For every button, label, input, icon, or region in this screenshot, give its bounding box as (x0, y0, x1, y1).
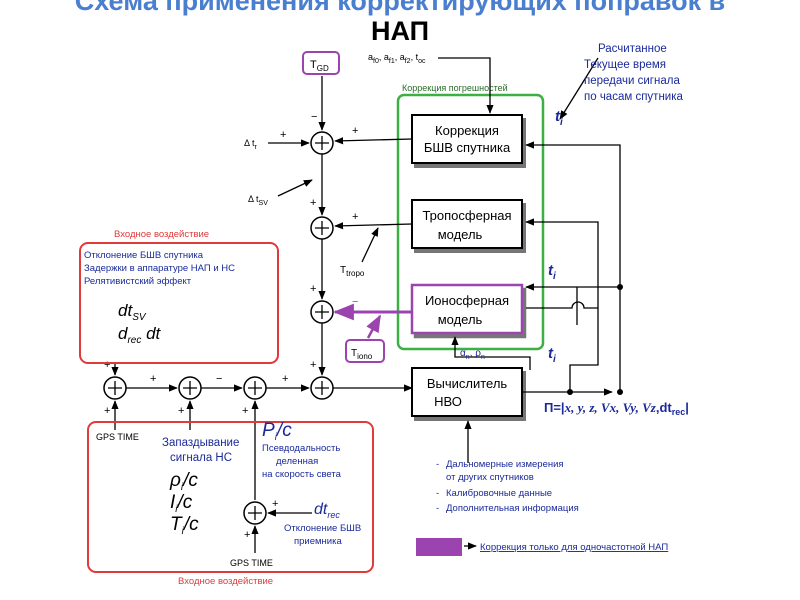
svg-text:+: + (282, 373, 288, 385)
correction-group-label: Коррекция погрешностей (402, 83, 508, 93)
title-line-2: НАП (370, 16, 430, 46)
svg-text:от других спутников: от других спутников (446, 472, 534, 483)
delta-tr-label: Δ tr (244, 138, 258, 151)
svg-text:Дальномерные измерения: Дальномерные измерения (446, 459, 564, 470)
clock-coeffs-label: af0, af1, af2, toc (368, 52, 426, 65)
title-line-1: Схема применения корректирующих поправок… (74, 0, 726, 16)
svg-text:передачи сигнала: передачи сигнала (584, 75, 680, 87)
nvo-block-line-1: Вычислитель (427, 376, 508, 391)
nvo-computer-block: Вычислитель НВО (411, 367, 523, 417)
gps-time-label-2: GPS TIME (230, 558, 273, 568)
svg-text:Калибровочные данные: Калибровочные данные (446, 488, 552, 499)
delay-label-2: сигнала НС (170, 452, 232, 464)
svg-text:-: - (436, 488, 439, 499)
svg-text:+: + (150, 373, 156, 385)
svg-text:+: + (310, 359, 316, 371)
time-note: Расчитанное Текущее время передачи сигна… (584, 43, 684, 103)
input-box-bottom (87, 421, 374, 573)
svg-text:+: + (104, 359, 110, 371)
delay-label-1: Запаздывание (162, 437, 239, 449)
dtrec-formula: dtrec (314, 501, 340, 520)
svg-text:−: − (216, 373, 222, 385)
svg-text:Текущее время: Текущее время (584, 59, 666, 71)
iono-params-label: αn, ρn (460, 348, 485, 361)
tgd-box (302, 51, 340, 75)
ti-label-3: ti (548, 345, 556, 365)
ti-label-1: ti (555, 108, 563, 128)
svg-text:-: - (436, 459, 439, 470)
input-top-line-3: Релятивистский эффект (84, 276, 192, 287)
rec-clock-label-2: приемника (294, 536, 342, 547)
sv-clock-block-line-2: БШВ спутника (424, 140, 511, 155)
extra-inputs-list: - Дальномерные измерения от других спутн… (436, 459, 579, 514)
page-title: Схема применения корректирующих поправок… (0, 0, 800, 46)
tgd-label: TGD (310, 59, 329, 73)
rho-formula: ρi/c (169, 470, 198, 493)
svg-text:по часам спутника: по часам спутника (584, 91, 684, 103)
delta-tsv-label: Δ tSV (248, 194, 268, 207)
input-box-top (79, 242, 279, 364)
svg-text:+: + (272, 498, 278, 510)
iono-block-line-1: Ионосферная (425, 293, 509, 308)
tropo-block-line-2: модель (438, 227, 483, 242)
pseudorange-label-3: на скорость света (262, 469, 342, 480)
svg-text:+: + (242, 405, 248, 417)
pseudorange-formula: Pi/c (262, 420, 292, 443)
ttropo-label: Ttropo (340, 265, 365, 278)
input-top-line-1: Отклонение БШВ спутника (84, 250, 204, 261)
pseudorange-label-2: деленная (276, 456, 318, 467)
svg-text:+: + (310, 283, 316, 295)
input-top-title: Входное воздействие (114, 229, 209, 240)
svg-text:−: − (311, 111, 317, 123)
input-bottom-title: Входное воздействие (178, 576, 273, 587)
iono-delay-formula: Ii/c (170, 492, 193, 515)
svg-text:+: + (104, 405, 110, 417)
iono-block-line-2: модель (438, 312, 483, 327)
svg-text:+: + (310, 197, 316, 209)
iono-model-block: Ионосферная модель (410, 283, 524, 335)
svg-text:Расчитанное: Расчитанное (598, 43, 667, 55)
svg-text:+: + (352, 211, 358, 223)
svg-text:+: + (352, 125, 358, 137)
svg-text:+: + (280, 129, 286, 141)
tiono-label: Tiono (351, 348, 373, 361)
tiono-box (345, 339, 385, 363)
rec-clock-label-1: Отклонение БШВ (284, 523, 361, 534)
legend-swatch (416, 538, 462, 556)
nvo-block-line-2: НВО (434, 394, 462, 409)
svg-text:+: + (244, 529, 250, 541)
input-top-line-2: Задержки в аппаратуре НАП и НС (84, 263, 235, 274)
svg-text:+: + (178, 405, 184, 417)
output-vector: П=|x, y, z, Vx, Vy, Vz,dtrec| (544, 400, 689, 417)
legend-label: Коррекция только для одночастотной НАП (480, 542, 668, 553)
svg-text:−: − (352, 296, 358, 308)
gps-time-label-1: GPS TIME (96, 432, 139, 442)
svg-text:-: - (436, 503, 439, 514)
dtsv-formula: dtSV (118, 301, 147, 323)
ti-label-2: ti (548, 262, 556, 282)
tropo-delay-formula: Ti/c (170, 514, 199, 537)
drec-formula: drec dt (118, 324, 162, 346)
pseudorange-label-1: Псевдодальность (262, 443, 340, 454)
tropo-model-block: Тропосферная модель (411, 199, 523, 249)
sv-clock-block-line-1: Коррекция (435, 123, 499, 138)
tropo-block-line-1: Тропосферная (422, 208, 511, 223)
sv-clock-correction-block: Коррекция БШВ спутника (411, 114, 523, 164)
svg-text:Дополнительная информация: Дополнительная информация (446, 503, 579, 514)
